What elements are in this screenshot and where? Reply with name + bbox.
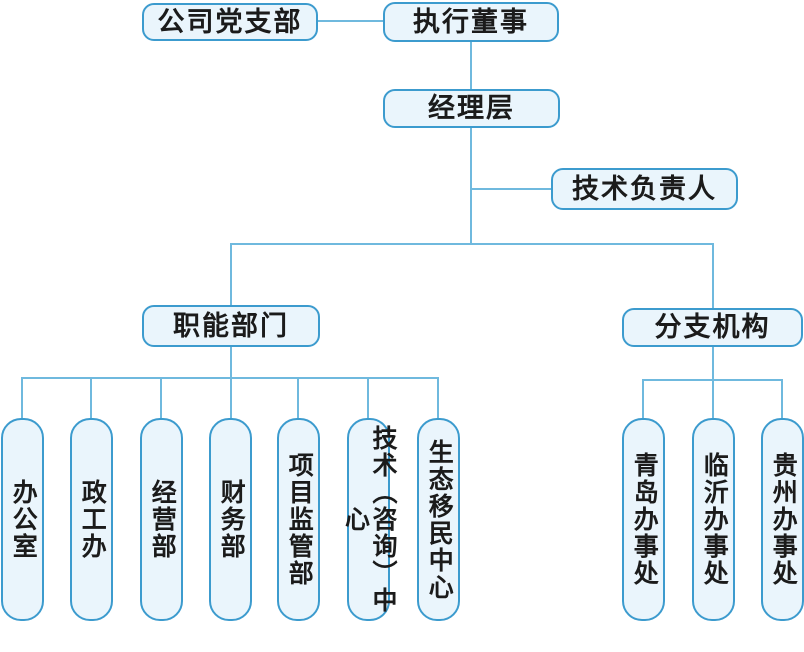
connector-management-down [470,128,472,245]
node-office-qingdao: 青岛办事处 [622,418,665,621]
node-dept-ecological-migration-center: 生态移民中心 [417,418,460,621]
node-dept-operations: 经营部 [140,418,183,621]
node-office-linyi: 临沂办事处 [692,418,735,621]
node-dept-project-supervision: 项目监管部 [277,418,320,621]
connector-to-branches [712,243,714,308]
node-dept-finance: 财务部 [209,418,252,621]
connector-main-split [230,243,714,245]
connector-tick-office-0 [642,379,644,418]
connector-to-technical-lead [471,188,551,190]
connector-tick-dept-0 [21,377,23,418]
node-dept-technical-consulting-center: 技术（咨询）中心 [342,418,397,621]
node-branch-organizations: 分支机构 [622,308,803,347]
connector-tick-dept-2 [160,377,162,418]
node-party-branch: 公司党支部 [142,3,318,41]
connector-tick-dept-6 [437,377,439,418]
connector-to-functional [230,243,232,305]
connector-branches-down [712,347,714,380]
connector-tick-dept-1 [90,377,92,418]
connector-tick-dept-5 [367,377,369,418]
connector-functional-down [230,347,232,378]
node-office-guizhou: 贵州办事处 [761,418,804,621]
connector-tick-office-1 [712,379,714,418]
node-dept-political-work: 政工办 [70,418,113,621]
node-dept-general-office: 办公室 [1,418,44,621]
node-executive-director: 执行董事 [383,2,559,42]
connector-party-to-executive [318,20,383,22]
connector-tick-dept-3 [230,377,232,418]
node-management: 经理层 [383,89,560,128]
node-functional-departments: 职能部门 [142,305,320,347]
node-technical-lead: 技术负责人 [551,168,738,210]
connector-tick-office-2 [781,379,783,418]
connector-tick-dept-4 [297,377,299,418]
connector-executive-to-management [470,42,472,89]
